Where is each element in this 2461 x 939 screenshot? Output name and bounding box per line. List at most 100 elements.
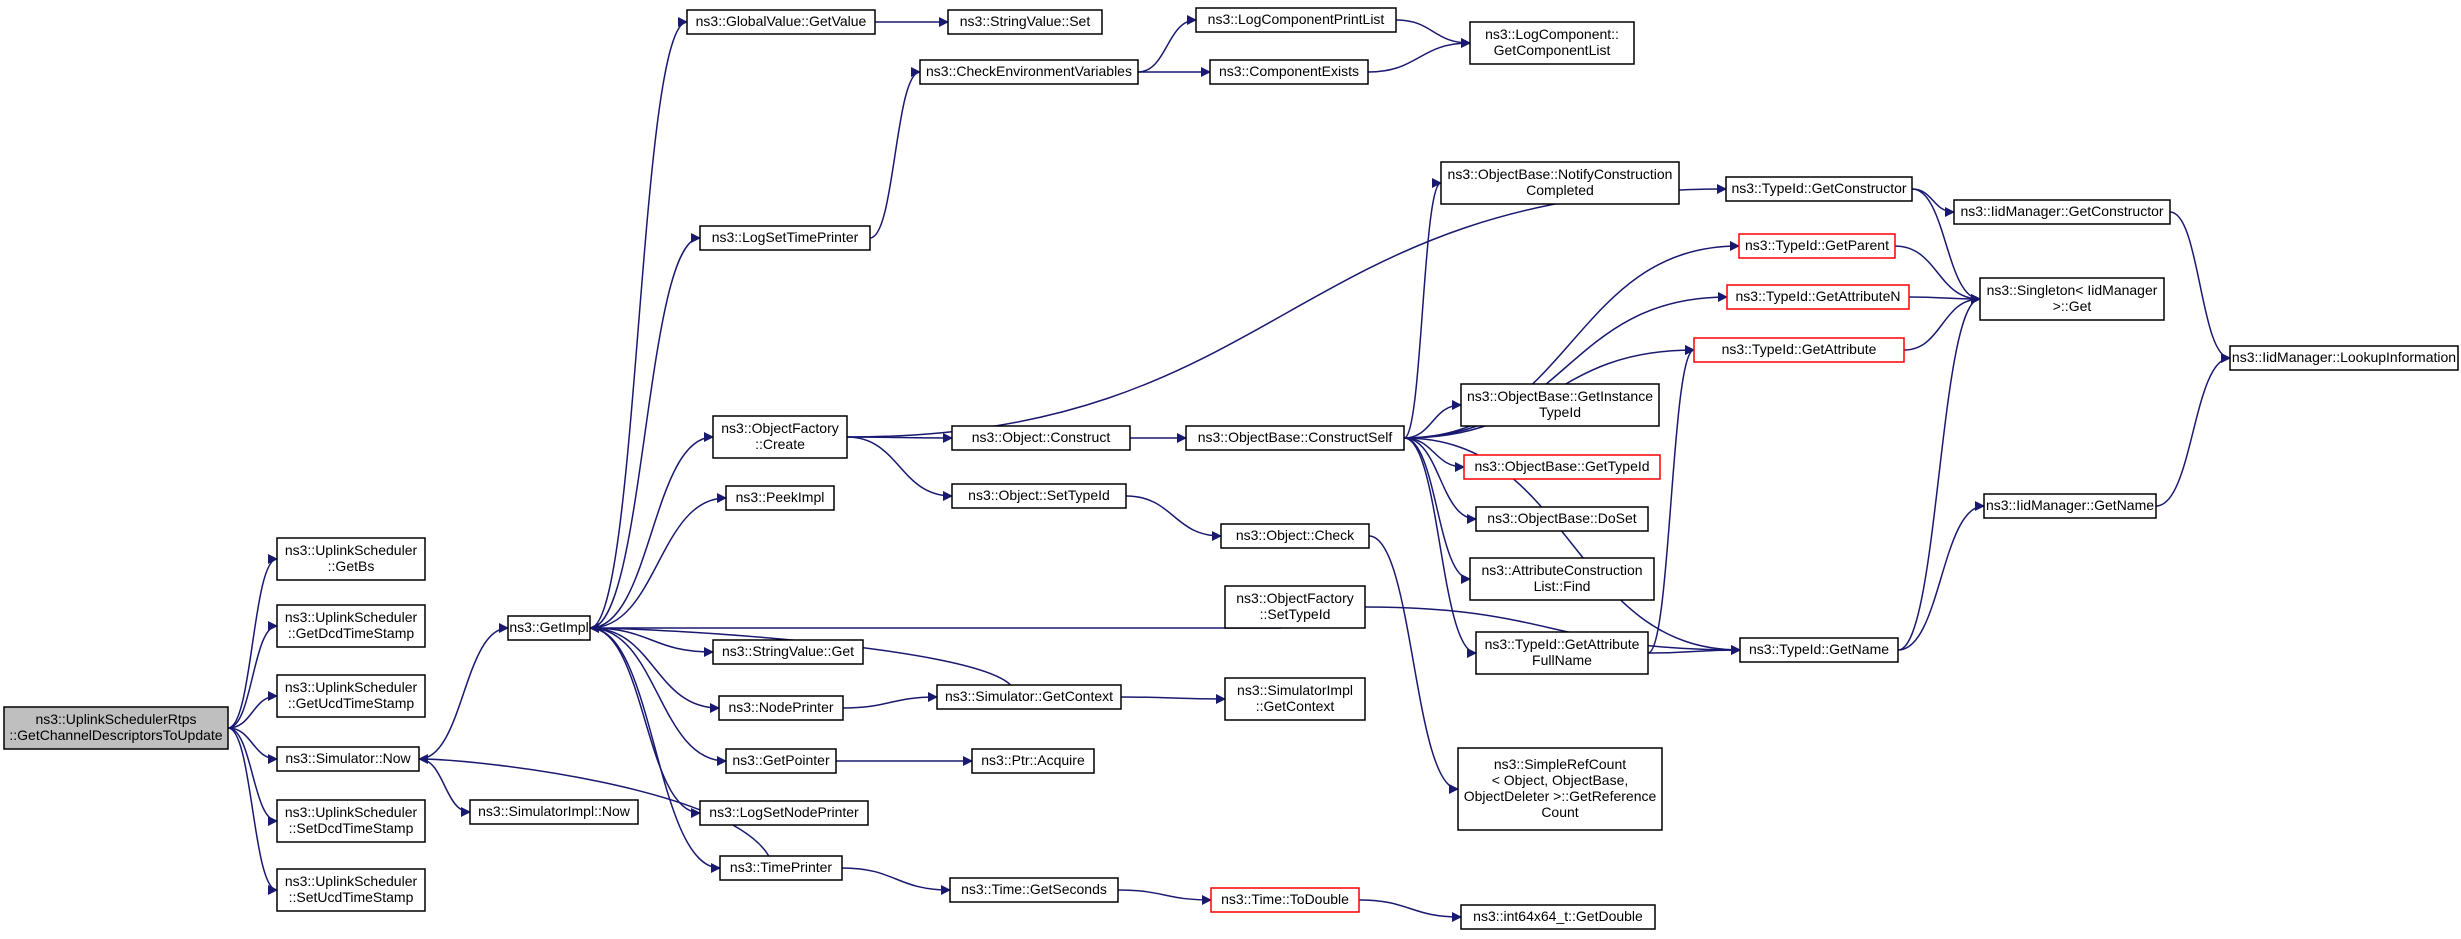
node-logcpl[interactable]: ns3::LogComponentPrintList: [1195, 7, 1397, 33]
node-tidgetname[interactable]: ns3::TypeId::GetName: [1739, 637, 1899, 663]
node-simimplnow[interactable]: ns3::SimulatorImpl::Now: [469, 799, 639, 825]
node-label: ns3::Ptr::Acquire: [981, 752, 1085, 768]
node-nodeprinter[interactable]: ns3::NodePrinter: [718, 695, 844, 721]
node-svset[interactable]: ns3::StringValue::Set: [947, 9, 1103, 35]
edge-tidgetcons-to-singletonget: [1911, 188, 1981, 304]
node-objbcs[interactable]: ns3::ObjectBase::ConstructSelf: [1185, 425, 1405, 451]
node-box: [1457, 747, 1663, 831]
node-objbnotify[interactable]: ns3::ObjectBase::NotifyConstructionCompl…: [1440, 161, 1680, 205]
edge-getimpl-to-gvget: [589, 17, 688, 629]
node-iidlookup[interactable]: ns3::IidManager::LookupInformation: [2229, 345, 2459, 371]
node-box: [1469, 557, 1655, 601]
edge-tidgetattrfull-to-tidgetname: [1647, 645, 1741, 656]
node-simimplctx[interactable]: ns3::SimulatorImpl::GetContext: [1224, 677, 1366, 721]
node-ptracq[interactable]: ns3::Ptr::Acquire: [971, 748, 1095, 774]
node-getimpl[interactable]: ns3::GetImpl: [507, 615, 591, 641]
node-compexists[interactable]: ns3::ComponentExists: [1209, 59, 1369, 85]
node-label: ns3::ObjectBase::DoSet: [1487, 510, 1637, 526]
node-label: ns3::LogSetTimePrinter: [712, 229, 859, 245]
node-label: ::GetBs: [328, 558, 375, 574]
node-logsettp[interactable]: ns3::LogSetTimePrinter: [699, 225, 871, 251]
node-root[interactable]: ns3::UplinkSchedulerRtps::GetChannelDesc…: [3, 706, 229, 750]
node-label: ns3::PeekImpl: [736, 489, 825, 505]
node-objconstruct[interactable]: ns3::Object::Construct: [951, 425, 1131, 451]
node-setdcd[interactable]: ns3::UplinkScheduler::SetDcdTimeStamp: [276, 799, 426, 843]
node-box: [1210, 887, 1360, 913]
node-label: ns3::Object::Check: [1236, 527, 1355, 543]
node-box: [686, 9, 876, 35]
node-logcgcl[interactable]: ns3::LogComponent::GetComponentList: [1469, 21, 1635, 65]
node-objsettid[interactable]: ns3::Object::SetTypeId: [951, 483, 1127, 509]
node-label: ns3::TimePrinter: [730, 859, 833, 875]
node-box: [276, 746, 420, 772]
node-box: [1469, 21, 1635, 65]
node-objbdoset[interactable]: ns3::ObjectBase::DoSet: [1475, 506, 1649, 532]
node-label: ns3::TypeId::GetAttributeN: [1736, 288, 1901, 304]
edge-simnow-to-getimpl: [418, 623, 509, 760]
node-getdcd[interactable]: ns3::UplinkScheduler::GetDcdTimeStamp: [276, 604, 426, 648]
node-box: [1209, 59, 1369, 85]
node-singletonget[interactable]: ns3::Singleton< IidManager>::Get: [1979, 277, 2165, 321]
node-svget[interactable]: ns3::StringValue::Get: [712, 639, 864, 665]
node-box: [1463, 454, 1661, 480]
node-logsetnp[interactable]: ns3::LogSetNodePrinter: [699, 800, 869, 826]
node-box: [1953, 199, 2171, 225]
node-simnow[interactable]: ns3::Simulator::Now: [276, 746, 420, 772]
node-label: ::GetUcdTimeStamp: [288, 695, 415, 711]
node-int64getdouble[interactable]: ns3::int64x64_t::GetDouble: [1460, 904, 1656, 930]
node-tidgetparent[interactable]: ns3::TypeId::GetParent: [1738, 233, 1896, 259]
edge-tidgetname-to-singletonget: [1897, 294, 1981, 651]
edge-checkenv-to-logcpl: [1137, 15, 1197, 73]
edge-layer: [227, 15, 2231, 922]
node-setucd[interactable]: ns3::UplinkScheduler::SetUcdTimeStamp: [276, 868, 426, 912]
node-simplerefcount[interactable]: ns3::SimpleRefCount< Object, ObjectBase,…: [1457, 747, 1663, 831]
node-timetodouble[interactable]: ns3::Time::ToDouble: [1210, 887, 1360, 913]
node-objfcreate[interactable]: ns3::ObjectFactory::Create: [712, 415, 848, 459]
edge-objcheck-to-simplerefcount: [1368, 535, 1459, 794]
edge-objbcs-to-objbdoset: [1403, 437, 1477, 524]
node-box: [699, 800, 869, 826]
node-box: [936, 684, 1122, 710]
node-box: [1475, 506, 1649, 532]
node-label: ObjectDeleter >::GetReference: [1464, 788, 1657, 804]
edge-getimpl-to-peekimpl: [589, 493, 727, 629]
node-tidgetcons[interactable]: ns3::TypeId::GetConstructor: [1725, 176, 1913, 202]
node-label: ns3::UplinkScheduler: [285, 679, 418, 695]
node-timeprinter[interactable]: ns3::TimePrinter: [719, 855, 843, 881]
node-tidgetattrn[interactable]: ns3::TypeId::GetAttributeN: [1726, 284, 1910, 310]
node-box: [276, 674, 426, 718]
node-label: ns3::TypeId::GetName: [1749, 641, 1889, 657]
node-getucd[interactable]: ns3::UplinkScheduler::GetUcdTimeStamp: [276, 674, 426, 718]
edge-root-to-getucd: [227, 691, 278, 729]
node-getpointer[interactable]: ns3::GetPointer: [725, 748, 837, 774]
node-iidgetname[interactable]: ns3::IidManager::GetName: [1983, 493, 2157, 519]
node-peekimpl[interactable]: ns3::PeekImpl: [725, 485, 835, 511]
edge-root-to-setucd: [227, 727, 278, 895]
node-checkenv[interactable]: ns3::CheckEnvironmentVariables: [919, 59, 1139, 85]
node-box: [699, 225, 871, 251]
node-box: [276, 868, 426, 912]
node-box: [1725, 176, 1913, 202]
node-label: ns3::StringValue::Set: [960, 13, 1091, 29]
node-simgetctx[interactable]: ns3::Simulator::GetContext: [936, 684, 1122, 710]
node-getbs[interactable]: ns3::UplinkScheduler::GetBs: [276, 537, 426, 581]
node-box: [276, 799, 426, 843]
edge-objbcs-to-tidgetname: [1403, 437, 1741, 655]
node-box: [1738, 233, 1896, 259]
node-box: [276, 537, 426, 581]
node-objcheck[interactable]: ns3::Object::Check: [1220, 523, 1370, 549]
node-timegetsec[interactable]: ns3::Time::GetSeconds: [949, 877, 1119, 903]
node-gvget[interactable]: ns3::GlobalValue::GetValue: [686, 9, 876, 35]
node-tidgetattr[interactable]: ns3::TypeId::GetAttribute: [1693, 337, 1905, 363]
edge-timeprinter-to-timegetsec: [841, 867, 951, 895]
node-iidgetcons[interactable]: ns3::IidManager::GetConstructor: [1953, 199, 2171, 225]
node-objfsettid[interactable]: ns3::ObjectFactory::SetTypeId: [1224, 585, 1366, 629]
node-objbgettid[interactable]: ns3::ObjectBase::GetTypeId: [1463, 454, 1661, 480]
node-label: ns3::ComponentExists: [1219, 63, 1359, 79]
edge-getimpl-to-logsettp: [589, 233, 701, 629]
edge-objfcreate-to-objsettid: [846, 436, 953, 501]
